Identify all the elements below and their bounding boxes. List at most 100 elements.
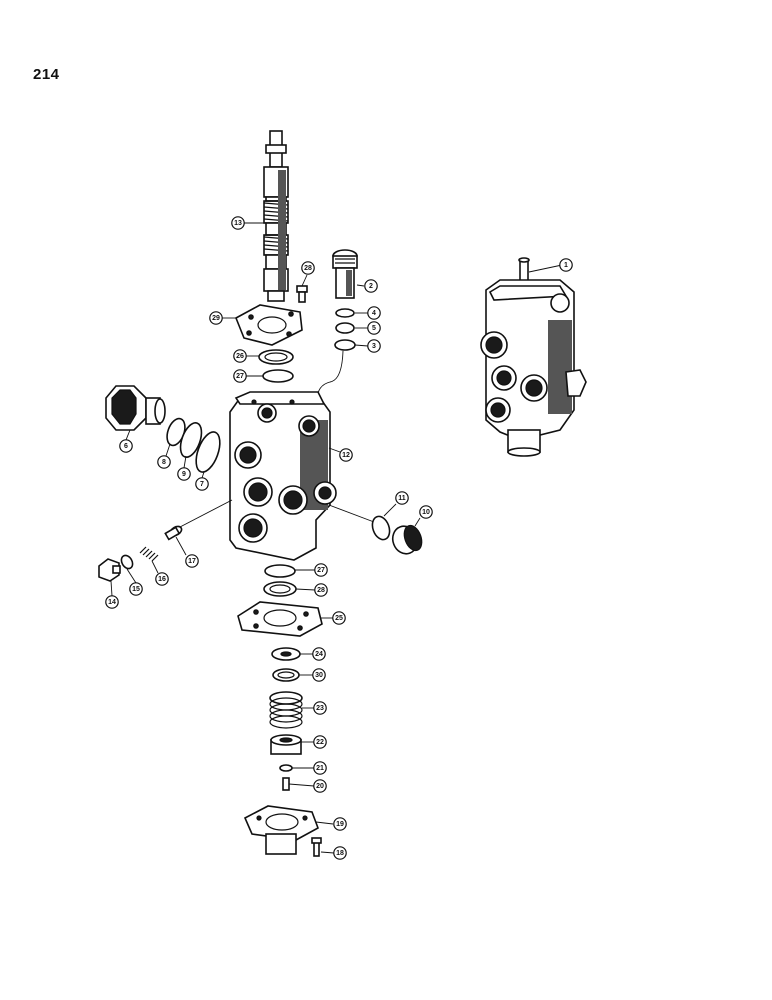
callout-circle: [367, 339, 381, 353]
callout-28b: 28: [314, 583, 328, 597]
assembled-valve: [480, 257, 587, 457]
callout-1: 1: [559, 258, 573, 272]
callout-circle: [313, 735, 327, 749]
plug-part: [105, 385, 166, 431]
callout-circle: [155, 572, 169, 586]
callout-label: 16: [158, 576, 166, 583]
callout-circle: [313, 701, 327, 715]
callout-11: 11: [395, 491, 409, 505]
callout-5: 5: [367, 321, 381, 335]
callout-17: 17: [185, 554, 199, 568]
callout-13: 13: [231, 216, 245, 230]
plug-small-part: [98, 558, 121, 582]
callout-9: 9: [177, 467, 191, 481]
callout-27a: 27: [233, 369, 247, 383]
callout-19: 19: [333, 817, 347, 831]
callout-label: 10: [422, 509, 430, 516]
callout-label: 6: [124, 443, 128, 450]
callout-16: 16: [155, 572, 169, 586]
callout-circle: [231, 216, 245, 230]
plug-right-part: [391, 524, 423, 555]
callout-circle: [339, 448, 353, 462]
poppet-part: [164, 525, 183, 541]
callout-8: 8: [157, 455, 171, 469]
callout-circle: [129, 582, 143, 596]
cover-plate-part: [237, 601, 323, 637]
callout-14: 14: [105, 595, 119, 609]
callout-label: 19: [336, 821, 344, 828]
callout-label: 7: [200, 481, 204, 488]
callout-28a: 28: [301, 261, 315, 275]
callout-label: 27: [317, 567, 325, 574]
screw-part: [296, 285, 308, 303]
callout-6: 6: [119, 439, 133, 453]
callout-12: 12: [339, 448, 353, 462]
callout-18: 18: [333, 846, 347, 860]
callout-circle: [209, 311, 223, 325]
callout-circle: [185, 554, 199, 568]
callout-label: 20: [316, 783, 324, 790]
callout-label: 22: [316, 739, 324, 746]
callout-circle: [367, 321, 381, 335]
callout-circle: [119, 439, 133, 453]
page-number: 214: [33, 66, 60, 83]
callout-20: 20: [313, 779, 327, 793]
callout-circle: [313, 779, 327, 793]
callout-label: 27: [236, 373, 244, 380]
callout-label: 11: [398, 495, 406, 502]
valve-body-part: [229, 391, 337, 561]
callout-label: 3: [372, 343, 376, 350]
callout-label: 18: [336, 850, 344, 857]
spring-part: [139, 546, 159, 562]
callout-7: 7: [195, 477, 209, 491]
callout-circle: [312, 647, 326, 661]
callout-label: 13: [234, 220, 242, 227]
callout-label: 8: [162, 459, 166, 466]
callout-4: 4: [367, 306, 381, 320]
callout-25: 25: [332, 611, 346, 625]
callout-24: 24: [312, 647, 326, 661]
callout-26: 26: [233, 349, 247, 363]
callout-circle: [312, 668, 326, 682]
callout-label: 17: [188, 558, 196, 565]
callout-circle: [367, 306, 381, 320]
callout-label: 26: [236, 353, 244, 360]
callout-label: 2: [369, 283, 373, 290]
callout-21: 21: [313, 761, 327, 775]
gasket-part: [234, 304, 303, 346]
callout-circle: [559, 258, 573, 272]
callout-circle: [364, 279, 378, 293]
callout-15: 15: [129, 582, 143, 596]
callout-label: 23: [316, 705, 324, 712]
callout-label: 15: [132, 586, 140, 593]
callout-circle: [333, 817, 347, 831]
callout-circle: [195, 477, 209, 491]
callout-22: 22: [313, 735, 327, 749]
callout-circle: [314, 583, 328, 597]
callout-circle: [314, 563, 328, 577]
callout-label: 21: [316, 765, 324, 772]
callout-circle: [395, 491, 409, 505]
callout-label: 25: [335, 615, 343, 622]
callout-circle: [157, 455, 171, 469]
callout-circle: [301, 261, 315, 275]
valve-spool-part: [263, 130, 289, 302]
callout-label: 24: [315, 651, 323, 658]
callout-label: 12: [342, 452, 350, 459]
callout-29: 29: [209, 311, 223, 325]
callout-23: 23: [313, 701, 327, 715]
callout-circle: [233, 349, 247, 363]
callout-label: 9: [182, 471, 186, 478]
end-cap-part: [243, 805, 319, 855]
callout-label: 30: [315, 672, 323, 679]
callout-circle: [177, 467, 191, 481]
callout-circle: [332, 611, 346, 625]
callout-3: 3: [367, 339, 381, 353]
callout-label: 5: [372, 325, 376, 332]
callout-label: 28: [304, 265, 312, 272]
callout-30: 30: [312, 668, 326, 682]
callout-label: 4: [372, 310, 376, 317]
callout-label: 28: [317, 587, 325, 594]
callout-2: 2: [364, 279, 378, 293]
